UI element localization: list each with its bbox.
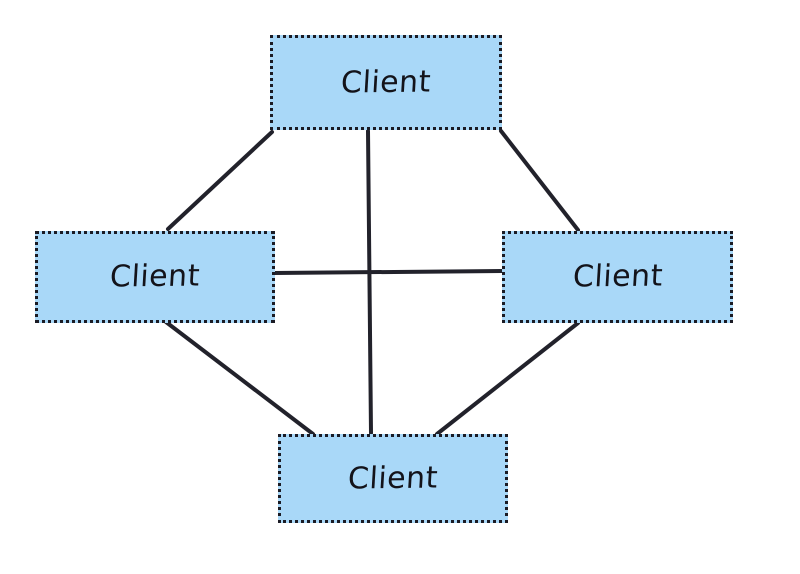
node-client-bottom[interactable]: Client xyxy=(278,434,508,523)
node-label: Client xyxy=(347,460,440,496)
node-client-left[interactable]: Client xyxy=(35,231,275,323)
node-client-top[interactable]: Client xyxy=(270,35,502,130)
node-label: Client xyxy=(571,258,664,295)
edge-top-right xyxy=(499,129,580,232)
edge-top-left xyxy=(166,130,274,231)
edge-left-bottom xyxy=(164,320,315,436)
edge-group xyxy=(164,129,580,436)
edge-right-bottom xyxy=(435,321,580,436)
edge-top-bottom xyxy=(366,129,373,435)
node-client-right[interactable]: Client xyxy=(502,231,733,323)
node-label: Client xyxy=(109,258,202,295)
edge-left-right xyxy=(272,269,505,275)
node-label: Client xyxy=(340,64,433,100)
